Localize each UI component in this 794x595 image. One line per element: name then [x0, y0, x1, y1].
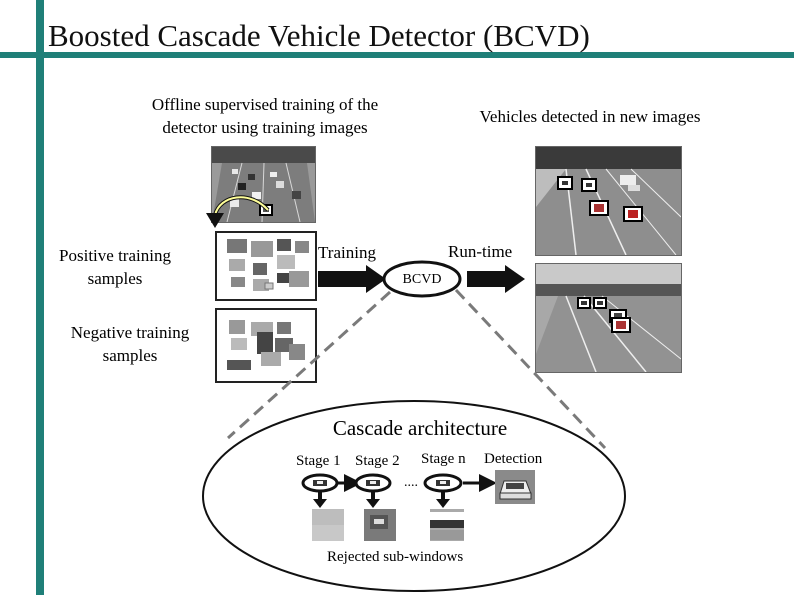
offline-caption-line-1: Offline supervised training of the — [151, 95, 379, 114]
stage-n-classifier — [423, 473, 463, 493]
negative-samples-label: Negative training samples — [55, 321, 205, 367]
cascade-ellipse — [202, 400, 626, 592]
rejected-window-2 — [364, 509, 396, 541]
cascade-title: Cascade architecture — [332, 416, 508, 440]
detection-label: Detection — [484, 451, 543, 467]
positive-label-line-2: samples — [87, 269, 143, 288]
dashed-line-left — [226, 290, 392, 440]
training-label: Training — [318, 243, 376, 262]
positive-samples-label: Positive training samples — [55, 244, 175, 290]
curved-arrow-head — [206, 213, 224, 228]
runtime-label: Run-time — [448, 242, 513, 261]
stage-1-classifier — [301, 473, 339, 493]
offline-caption-line-2: detector using training images — [162, 118, 368, 137]
reject-arrow-n-shaft — [441, 491, 445, 500]
stage-1-label: Stage 1 — [296, 453, 341, 469]
bcvd-ellipse — [382, 260, 462, 298]
accent-vertical-bar — [36, 0, 44, 595]
negative-label-line-2: samples — [102, 346, 158, 365]
detection-vehicle-image — [495, 470, 535, 504]
runtime-arrow-head — [505, 265, 525, 293]
stage-2-classifier — [354, 473, 392, 493]
offline-training-caption: Offline supervised training of the detec… — [120, 93, 410, 139]
negative-label-line-1: Negative training — [70, 323, 190, 342]
rejected-subwindows-label: Rejected sub-windows — [327, 549, 464, 565]
positive-samples-box — [215, 231, 317, 301]
bcvd-label: BCVD — [402, 272, 442, 287]
curved-sample-arrow — [213, 195, 270, 216]
positive-label-line-1: Positive training — [59, 246, 171, 265]
training-arrow-shaft — [318, 271, 368, 287]
accent-horizontal-bar — [0, 52, 794, 58]
detection-result-image-1 — [535, 146, 682, 256]
reject-arrow-2-shaft — [371, 491, 375, 500]
rejected-window-1 — [312, 509, 344, 541]
reject-arrow-1-head — [313, 499, 327, 508]
stage-2-label: Stage 2 — [355, 453, 400, 469]
reject-arrow-2-head — [366, 499, 380, 508]
reject-arrow-n-head — [436, 499, 450, 508]
reject-arrow-1-shaft — [318, 491, 322, 500]
rejected-window-n — [430, 509, 464, 541]
detected-caption: Vehicles detected in new images — [479, 107, 701, 126]
slide-title: Boosted Cascade Vehicle Detector (BCVD) — [48, 18, 590, 53]
detection-result-image-2 — [535, 263, 682, 373]
training-arrow-head — [366, 265, 386, 293]
stage-ellipsis: .... — [404, 475, 418, 490]
runtime-arrow-shaft — [467, 271, 507, 287]
negative-samples-box — [215, 308, 317, 383]
dashed-line-right — [454, 288, 607, 450]
stage-n-label: Stage n — [421, 451, 466, 467]
